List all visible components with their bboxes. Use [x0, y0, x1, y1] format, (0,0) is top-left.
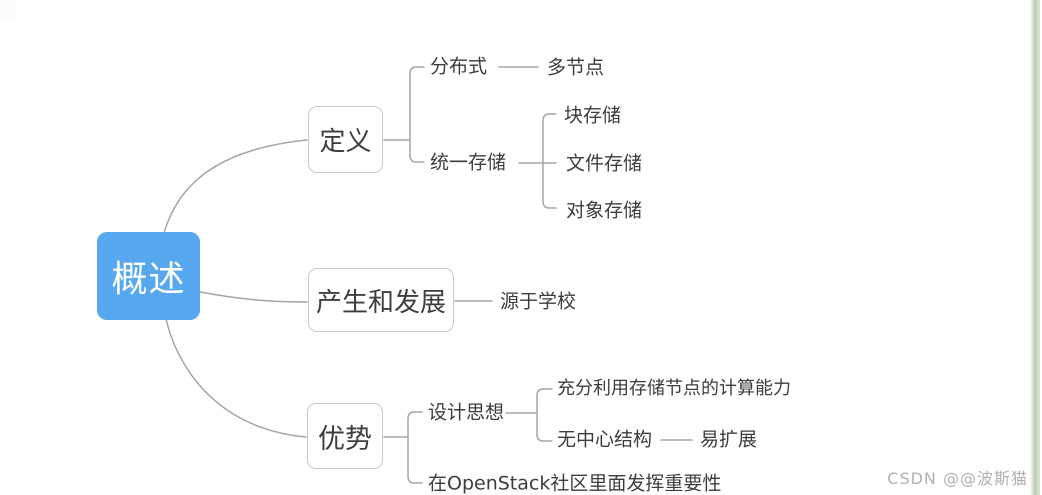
corner-smudge [0, 0, 16, 18]
topic-advantages[interactable]: 优势 [307, 403, 383, 469]
topic-block-storage[interactable]: 块存储 [564, 104, 622, 127]
csdn-watermark: CSDN @@波斯猫 [887, 469, 1028, 488]
bracket-unified-children [542, 113, 557, 209]
connector-root-origin [199, 291, 308, 303]
bracket-definition-children [409, 66, 425, 163]
bracket-advantages-children [407, 411, 423, 484]
connector-root-definition [163, 139, 308, 234]
topic-design-idea[interactable]: 设计思想 [428, 401, 505, 424]
topic-definition[interactable]: 定义 [308, 106, 383, 173]
topic-distributed[interactable]: 分布式 [430, 55, 488, 78]
topic-multi-node[interactable]: 多节点 [547, 56, 605, 79]
topic-no-central-structure[interactable]: 无中心结构 [557, 428, 653, 451]
topic-origin-development[interactable]: 产生和发展 [308, 268, 454, 332]
right-edge-green-strip [1030, 0, 1040, 495]
topic-easy-scale[interactable]: 易扩展 [700, 428, 758, 451]
topic-object-storage[interactable]: 对象存储 [566, 199, 643, 222]
topic-openstack-importance[interactable]: 在OpenStack社区里面发挥重要性 [428, 472, 722, 495]
topic-from-school[interactable]: 源于学校 [500, 290, 577, 313]
connector-root-advantages [165, 318, 307, 438]
topic-file-storage[interactable]: 文件存储 [566, 152, 643, 175]
bracket-design-children [536, 388, 553, 442]
topic-unified-storage[interactable]: 统一存储 [430, 151, 507, 174]
root-topic[interactable]: 概述 [97, 232, 200, 320]
topic-compute-capability[interactable]: 充分利用存储节点的计算能力 [557, 378, 791, 399]
